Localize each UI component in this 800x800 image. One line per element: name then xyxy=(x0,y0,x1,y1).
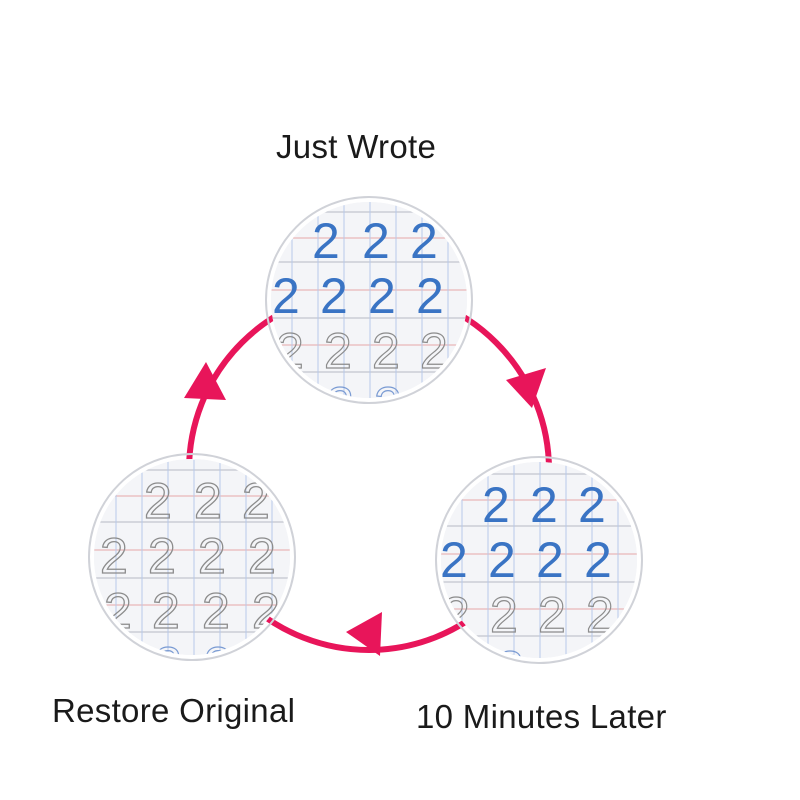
digit-2: 2 xyxy=(324,323,352,379)
digit-2: 2 xyxy=(152,583,180,639)
digit-2: 2 xyxy=(104,583,132,639)
digit-2: 2 xyxy=(410,213,438,269)
digit-2: 2 xyxy=(584,532,612,588)
digit-2: 2 xyxy=(368,268,396,324)
label-just-wrote: Just Wrote xyxy=(276,128,437,165)
digit-2: 2 xyxy=(488,532,516,588)
digit-2: 2 xyxy=(326,377,354,433)
digit-2: 2 xyxy=(374,377,402,433)
circle-just-wrote: 2 2 2 2 2 2 2 2 2 2 2 2 2 xyxy=(265,196,473,433)
digit-2: 2 xyxy=(202,583,230,639)
digit-2: 2 xyxy=(372,323,400,379)
digit-2: 2 xyxy=(536,532,564,588)
arrow-right-to-left xyxy=(346,612,382,656)
circle-restore-original: 2 2 2 2 2 2 2 2 2 2 2 2 2 xyxy=(88,453,296,693)
digit-2: 2 xyxy=(194,473,222,529)
digit-2: 2 xyxy=(252,583,280,639)
digit-2: 2 xyxy=(144,473,172,529)
arrow-left-to-top xyxy=(184,362,226,400)
arrow-top-to-right xyxy=(506,368,546,408)
digit-2: 2 xyxy=(490,587,518,643)
digit-2: 2 xyxy=(100,528,128,584)
digit-2: 2 xyxy=(248,528,276,584)
digit-2: 2 xyxy=(148,528,176,584)
digit-2: 2 xyxy=(496,641,524,697)
digit-2: 2 xyxy=(320,268,348,324)
digit-2: 2 xyxy=(538,587,566,643)
label-10-minutes-later: 10 Minutes Later xyxy=(416,698,667,735)
circle-10-minutes-later: 2 2 2 2 2 2 2 2 2 2 2 2 xyxy=(435,456,643,697)
digit-2: 2 xyxy=(362,213,390,269)
digit-2: 2 xyxy=(530,477,558,533)
digit-2: 2 xyxy=(242,473,270,529)
digit-2: 2 xyxy=(272,268,300,324)
digit-2: 2 xyxy=(416,268,444,324)
digit-2: 2 xyxy=(482,477,510,533)
digit-2: 2 xyxy=(204,637,232,693)
digit-2: 2 xyxy=(154,637,182,693)
digit-2: 2 xyxy=(440,532,468,588)
digit-2: 2 xyxy=(578,477,606,533)
digit-2: 2 xyxy=(312,213,340,269)
label-restore-original: Restore Original xyxy=(52,692,296,729)
digit-2: 2 xyxy=(198,528,226,584)
